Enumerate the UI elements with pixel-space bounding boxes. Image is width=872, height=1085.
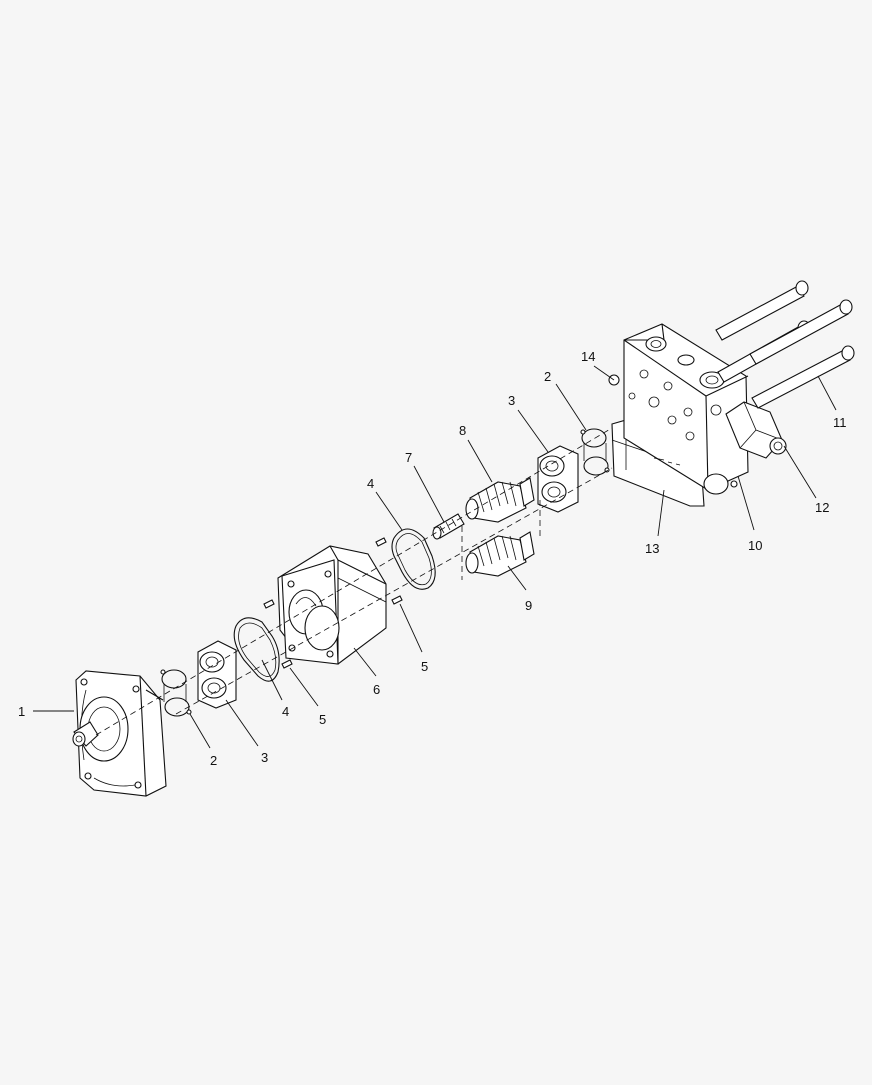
callout-labels: 1 2 3 4 5 6 5 4 7 8 9 3 2 14 10 11 12 13 — [18, 349, 847, 768]
part-o-ring-left — [233, 617, 280, 682]
part-drive-shaft — [432, 513, 465, 540]
callout-6: 6 — [373, 682, 380, 697]
callout-2-right: 2 — [544, 369, 551, 384]
callout-4-right: 4 — [367, 476, 374, 491]
part-dowel-pins — [263, 537, 403, 669]
part-gear-housing — [277, 545, 387, 665]
callout-5-left: 5 — [319, 712, 326, 727]
callout-2-left: 2 — [210, 753, 217, 768]
callout-7: 7 — [405, 450, 412, 465]
part-drive-gear — [465, 477, 535, 523]
callout-3-right: 3 — [508, 393, 515, 408]
part-solenoid-valve — [725, 401, 787, 459]
callout-13: 13 — [645, 541, 659, 556]
callout-9: 9 — [525, 598, 532, 613]
callout-8: 8 — [459, 423, 466, 438]
part-seal-right — [580, 428, 610, 476]
assembly-axis-lines — [95, 427, 613, 736]
leader-lines — [33, 365, 837, 749]
part-seal-left — [160, 669, 192, 717]
callout-14: 14 — [581, 349, 595, 364]
callout-4-left: 4 — [282, 704, 289, 719]
part-bearing-block-right — [537, 445, 579, 513]
part-valve-body — [608, 323, 749, 507]
callout-11: 11 — [833, 415, 847, 430]
part-tie-bolts — [715, 280, 855, 409]
part-front-cover — [72, 670, 167, 797]
part-o-ring-right — [391, 528, 436, 590]
callout-5-right: 5 — [421, 659, 428, 674]
callout-10: 10 — [748, 538, 762, 553]
callout-12: 12 — [815, 500, 829, 515]
callout-3-left: 3 — [261, 750, 268, 765]
part-driven-gear — [465, 531, 535, 577]
callout-1: 1 — [18, 704, 25, 719]
